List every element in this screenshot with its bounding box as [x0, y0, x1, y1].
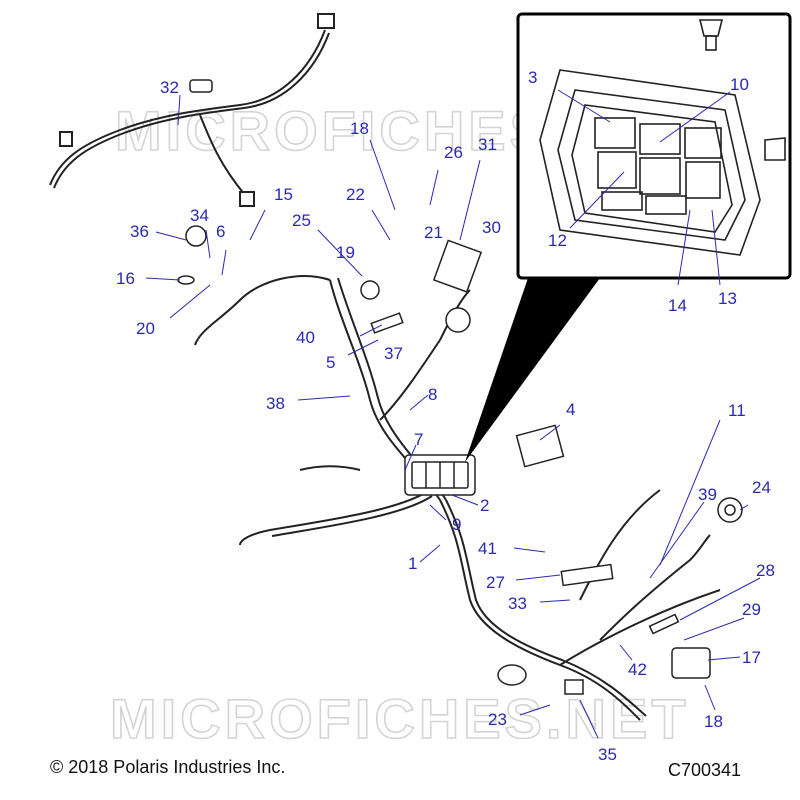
rear-harness	[49, 13, 335, 207]
connector-19	[360, 280, 380, 300]
bracket-40	[370, 312, 404, 334]
horn-23	[497, 664, 527, 686]
callout-28: 28	[756, 561, 775, 580]
callout-22: 22	[346, 185, 365, 204]
callout-labels: 1 2 3 4 5 6 7 8 9 10 11 12 13 14 15 16 1…	[116, 68, 775, 764]
ecu-module	[515, 424, 565, 468]
callout-12: 12	[548, 231, 567, 250]
callout-10: 10	[730, 75, 749, 94]
callout-36: 36	[130, 222, 149, 241]
leader-lines	[145, 89, 761, 739]
callout-34: 34	[190, 206, 209, 225]
grommet-30	[445, 307, 471, 333]
callout-16: 16	[116, 269, 135, 288]
callout-9: 9	[452, 515, 461, 534]
oring-16	[177, 275, 195, 285]
connector-34	[185, 225, 207, 247]
callout-32: 32	[160, 78, 179, 97]
components	[177, 79, 743, 695]
callout-17: 17	[742, 648, 761, 667]
callout-33: 33	[508, 594, 527, 613]
callout-35: 35	[598, 745, 617, 764]
callout-18a: 18	[350, 119, 369, 138]
callout-6: 6	[216, 222, 225, 241]
grommet-24-inner	[724, 504, 736, 516]
callout-41: 41	[478, 539, 497, 558]
callout-5: 5	[326, 353, 335, 372]
callout-19: 19	[336, 243, 355, 262]
figure-code: C700341	[668, 760, 742, 780]
callout-8: 8	[428, 385, 437, 404]
callout-11: 11	[728, 401, 746, 420]
watermark-bottom: MICROFICHES.NET	[110, 687, 690, 750]
callout-27: 27	[486, 573, 505, 592]
bracket-35	[564, 679, 584, 695]
callout-37: 37	[384, 344, 403, 363]
callout-38: 38	[266, 394, 285, 413]
callout-40: 40	[296, 328, 315, 347]
callout-4: 4	[566, 400, 575, 419]
callout-39: 39	[698, 485, 717, 504]
callout-21: 21	[424, 223, 443, 242]
callout-1: 1	[408, 554, 417, 573]
callout-26: 26	[444, 143, 463, 162]
callout-7: 7	[414, 430, 423, 449]
callout-14: 14	[668, 296, 687, 315]
relay-17	[671, 647, 711, 679]
copyright-notice: © 2018 Polaris Industries Inc.	[50, 757, 286, 777]
terminal-block-27	[560, 563, 614, 587]
detail-pointer	[465, 278, 600, 462]
callout-18b: 18	[704, 712, 723, 731]
fuse-box	[404, 454, 476, 496]
callout-2: 2	[480, 496, 489, 515]
connector-32-clip	[189, 79, 213, 93]
callout-42: 42	[628, 660, 647, 679]
callout-30: 30	[482, 218, 501, 237]
callout-3: 3	[528, 68, 537, 87]
callout-29: 29	[742, 600, 761, 619]
callout-20: 20	[136, 319, 155, 338]
callout-24: 24	[752, 478, 771, 497]
callout-25: 25	[292, 211, 311, 230]
callout-23: 23	[488, 710, 507, 729]
callout-15: 15	[274, 185, 293, 204]
callout-31: 31	[478, 135, 497, 154]
main-wire-harness	[194, 275, 721, 721]
callout-13: 13	[718, 289, 737, 308]
relay-module	[432, 239, 483, 293]
bracket-28	[648, 613, 680, 635]
